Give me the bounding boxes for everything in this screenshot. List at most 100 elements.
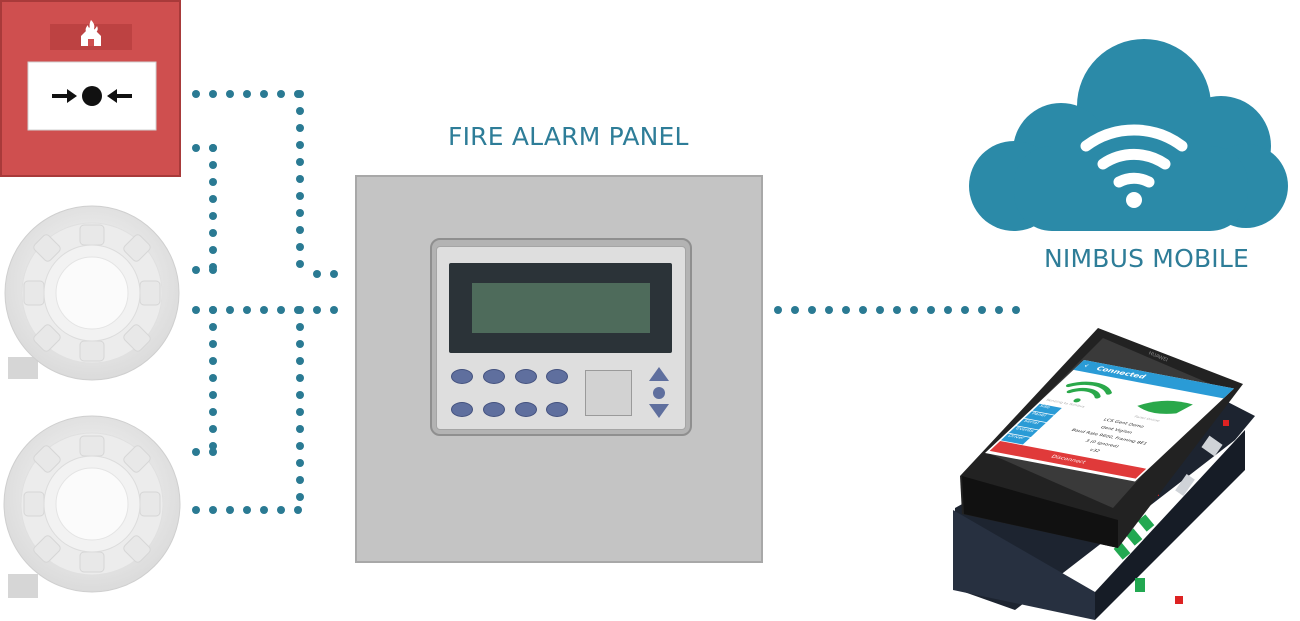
smoke-detector-2 [0,414,182,604]
connector-dot [296,425,304,433]
connector-dot [978,306,986,314]
connector-dot [226,90,234,98]
wifi-icon [1065,381,1112,403]
connector-dot [296,141,304,149]
connector-dot [192,306,200,314]
connector-dot [243,506,251,514]
connector-dot [209,340,217,348]
connector-dot [859,306,867,314]
connector-dot [209,246,217,254]
connector-dot [260,90,268,98]
smoke-detector-1 [0,205,182,385]
connector-dot [296,192,304,200]
connector-dot [995,306,1003,314]
connector-dot [825,306,833,314]
connector-dot [209,374,217,382]
connector-dot [296,323,304,331]
manual-call-point [0,0,182,178]
connector-dot [277,90,285,98]
panel-button-3 [515,369,537,384]
connector-dot [260,506,268,514]
connector-dot [296,340,304,348]
connector-dot [330,306,338,314]
connector-dot [209,506,217,514]
connector-dot [209,90,217,98]
connector-dot [296,243,304,251]
connector-dot [296,459,304,467]
connector-dot [192,90,200,98]
connector-dot [209,212,217,220]
connector-dot [808,306,816,314]
connector-dot [209,306,217,314]
connector-dot [893,306,901,314]
connector-dot [296,306,304,314]
connector-dot [910,306,918,314]
phone-screen: ‹ Connected Sending to Nimbus Panel Onli… [985,360,1234,482]
connector-dot [296,391,304,399]
plug-icon [1137,400,1193,414]
connector-dot [209,178,217,186]
connector-dot [209,442,217,450]
connector-dot [209,195,217,203]
connector-dot [226,506,234,514]
connector-dot [296,374,304,382]
panel-enter-key [585,370,632,416]
connector-dot [1012,306,1020,314]
connector-dot [296,442,304,450]
triangle-up-icon [649,367,669,381]
circle-icon [653,387,665,399]
connector-dot [330,270,338,278]
connector-dot [296,493,304,501]
connector-dot [277,506,285,514]
app-status-icons [1065,381,1193,414]
cloud-title: NIMBUS MOBILE [1044,244,1250,273]
connector-dot [209,391,217,399]
connector-dot [296,124,304,132]
connector-dot [296,209,304,217]
connector-dot [192,266,200,274]
panel-button-2 [483,369,505,384]
connector-dot [296,476,304,484]
panel-button-8 [546,402,568,417]
panel-button-6 [483,402,505,417]
connector-dot [296,175,304,183]
connector-dot [296,158,304,166]
connector-dot [791,306,799,314]
wifi-icon [1080,124,1188,208]
connector-dot [192,448,200,456]
connector-dot [226,306,234,314]
connector-dot [209,425,217,433]
connector-dot [296,226,304,234]
detector-graphic [3,415,181,598]
panel-button-4 [546,369,568,384]
cloud-icon [969,39,1288,231]
flame-house-icon [81,20,101,46]
smartphone: ‹ Connected Sending to Nimbus Panel Onli… [958,318,1248,548]
connector-dot [927,306,935,314]
connector-dot [944,306,952,314]
connector-dot [296,107,304,115]
connector-dot [209,408,217,416]
connector-dot [243,90,251,98]
connector-dot [243,306,251,314]
panel-button-1 [451,369,473,384]
connector-dot [192,144,200,152]
connector-dot [209,161,217,169]
connector-dot [209,266,217,274]
connector-dot [192,506,200,514]
connector-dot [209,144,217,152]
connector-dot [209,323,217,331]
press-here-symbol [52,86,132,106]
connector-dot [313,270,321,278]
detector-graphic [4,205,180,381]
triangle-down-icon [649,404,669,418]
connector-dot [876,306,884,314]
connector-dot [296,90,304,98]
connector-dot [774,306,782,314]
connector-dot [296,260,304,268]
connector-dot [277,306,285,314]
connector-dot [260,306,268,314]
panel-button-5 [451,402,473,417]
panel-button-7 [515,402,537,417]
connector-dot [961,306,969,314]
